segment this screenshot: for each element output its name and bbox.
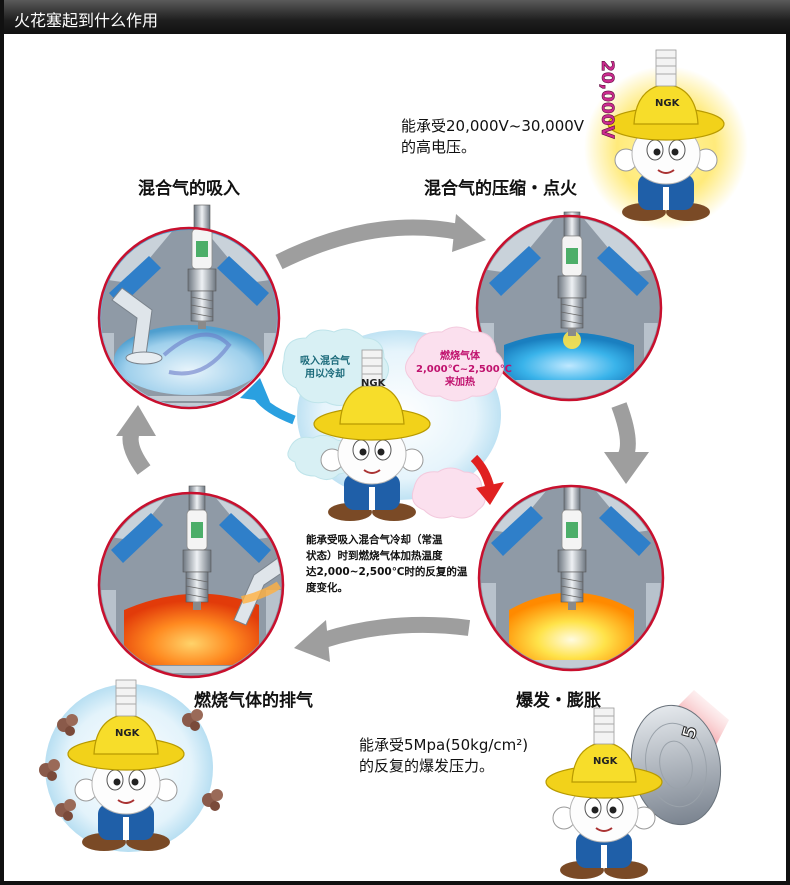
ngk-logo-pressure: NGK [593, 756, 619, 767]
voltage-note-line2: 的高电压。 [401, 137, 584, 158]
temperature-note-line4: 度变化。 [306, 580, 467, 596]
combustion-heating-line1: 燃烧气体 [416, 350, 504, 363]
stage-label-intake: 混合气的吸入 [138, 174, 240, 199]
mascot-pressure [546, 690, 730, 879]
temperature-note-line1: 能承受吸入混合气冷却（常温 [306, 532, 467, 548]
combustion-heating-cloud: 燃烧气体 2,000℃~2,500℃ 来加热 [416, 350, 504, 389]
temperature-note: 能承受吸入混合气冷却（常温 状态）时到燃烧气体加热温度 达2,000~2,500… [306, 532, 467, 596]
pressure-note-line2: 的反复的爆发压力。 [359, 756, 528, 777]
stage-label-exhaust: 燃烧气体的排气 [194, 686, 313, 711]
voltage-note: 能承受20,000V~30,000V 的高电压。 [401, 116, 584, 158]
ngk-logo-exhaust: NGK [115, 728, 141, 739]
combustion-heating-line2: 2,000℃~2,500℃ [416, 363, 504, 376]
voltage-note-line1: 能承受20,000V~30,000V [401, 116, 584, 137]
voltage-badge-text: 20,000V [597, 60, 617, 140]
ngk-logo-voltage: NGK [655, 98, 681, 109]
combustion-heating-line3: 来加热 [416, 376, 504, 389]
ngk-logo-center: NGK [361, 378, 387, 389]
pressure-note-line1: 能承受5Mpa(50kg/cm²) [359, 735, 528, 756]
stage-label-compression: 混合气的压缩・点火 [424, 174, 577, 199]
stage-label-expansion: 爆发・膨胀 [516, 686, 601, 711]
voltage-badge: 20,000V [597, 60, 617, 140]
stage-expansion [476, 473, 666, 680]
temperature-note-line2: 状态）时到燃烧气体加热温度 [306, 548, 467, 564]
intake-cooling-line1: 吸入混合气 [288, 355, 362, 368]
intake-cooling-line2: 用以冷却 [288, 368, 362, 381]
intake-cooling-cloud: 吸入混合气 用以冷却 [288, 355, 362, 381]
pressure-note: 能承受5Mpa(50kg/cm²) 的反复的爆发压力。 [359, 735, 528, 777]
stage-exhaust [96, 480, 289, 677]
temperature-note-line3: 达2,000~2,500℃时的反复的温 [306, 564, 467, 580]
